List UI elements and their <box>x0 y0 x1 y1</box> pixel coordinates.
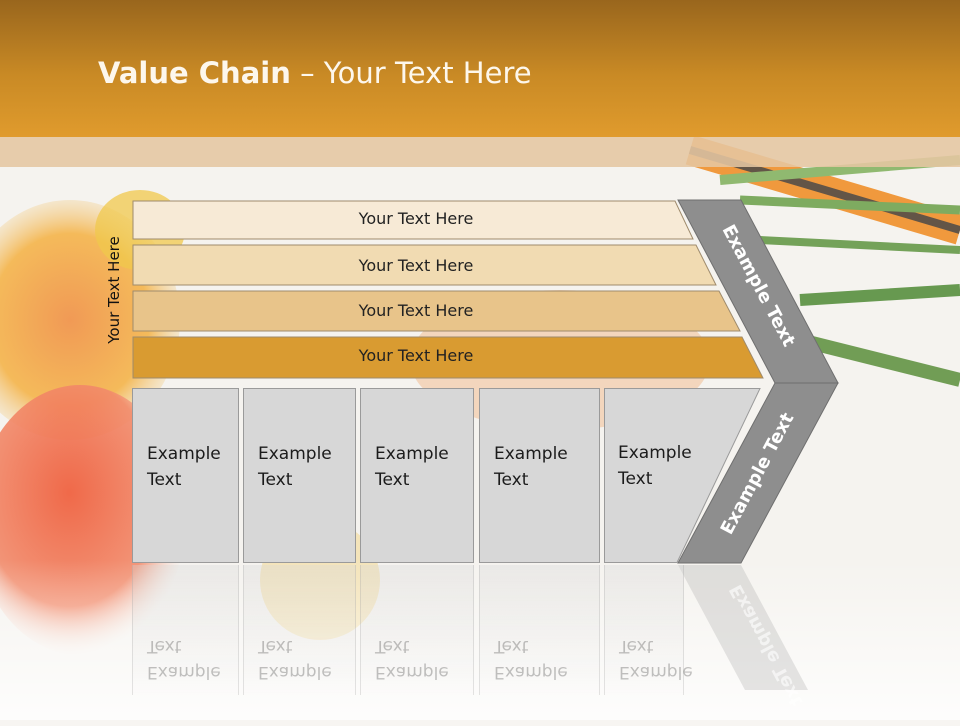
band-2 <box>132 244 717 286</box>
reflection-box: Example Text <box>132 565 239 695</box>
reflection-box: Example Text <box>360 565 474 695</box>
band-1 <box>132 200 694 240</box>
reflection-box: Example Text <box>243 565 356 695</box>
reflection-box: Example Text <box>604 565 693 695</box>
header-bar <box>0 0 960 137</box>
activity-box-3: Example Text <box>360 388 474 563</box>
reflection-text: Example Text <box>494 636 568 682</box>
activity-box-5-label: Example Text <box>618 443 692 489</box>
chevron-lower <box>677 382 839 564</box>
activity-label: Example Text <box>375 444 449 490</box>
band-label-2: Your Text Here <box>358 256 474 275</box>
reflection-text: Example Text <box>619 636 693 682</box>
header-band <box>0 137 960 167</box>
band-label-4: Your Text Here <box>358 346 474 365</box>
reflection-text: Example Text <box>147 636 221 682</box>
activity-label: Example Text <box>258 444 332 490</box>
reflection-box: Example Text <box>479 565 600 695</box>
title-bold: Value Chain <box>98 56 291 90</box>
band-3 <box>132 290 741 332</box>
chevron-reflection <box>678 565 808 690</box>
band-label-3: Your Text Here <box>358 301 474 320</box>
reflection-area: Example Text Example Text Example Text E… <box>0 565 960 705</box>
band-4 <box>132 336 764 379</box>
activity-label: Example Text <box>147 444 221 490</box>
reflection-text: Example Text <box>375 636 449 682</box>
reflection-text: Example Text <box>258 636 332 682</box>
slide-title: Value Chain – Your Text Here <box>98 56 532 96</box>
activity-box-1: Example Text <box>132 388 239 563</box>
activity-box-2: Example Text <box>243 388 356 563</box>
title-rest: – Your Text Here <box>290 56 532 90</box>
band-label-1: Your Text Here <box>358 209 474 228</box>
activity-box-4: Example Text <box>479 388 600 563</box>
activity-box-5-shape <box>604 388 761 563</box>
activity-label: Example Text <box>494 444 568 490</box>
